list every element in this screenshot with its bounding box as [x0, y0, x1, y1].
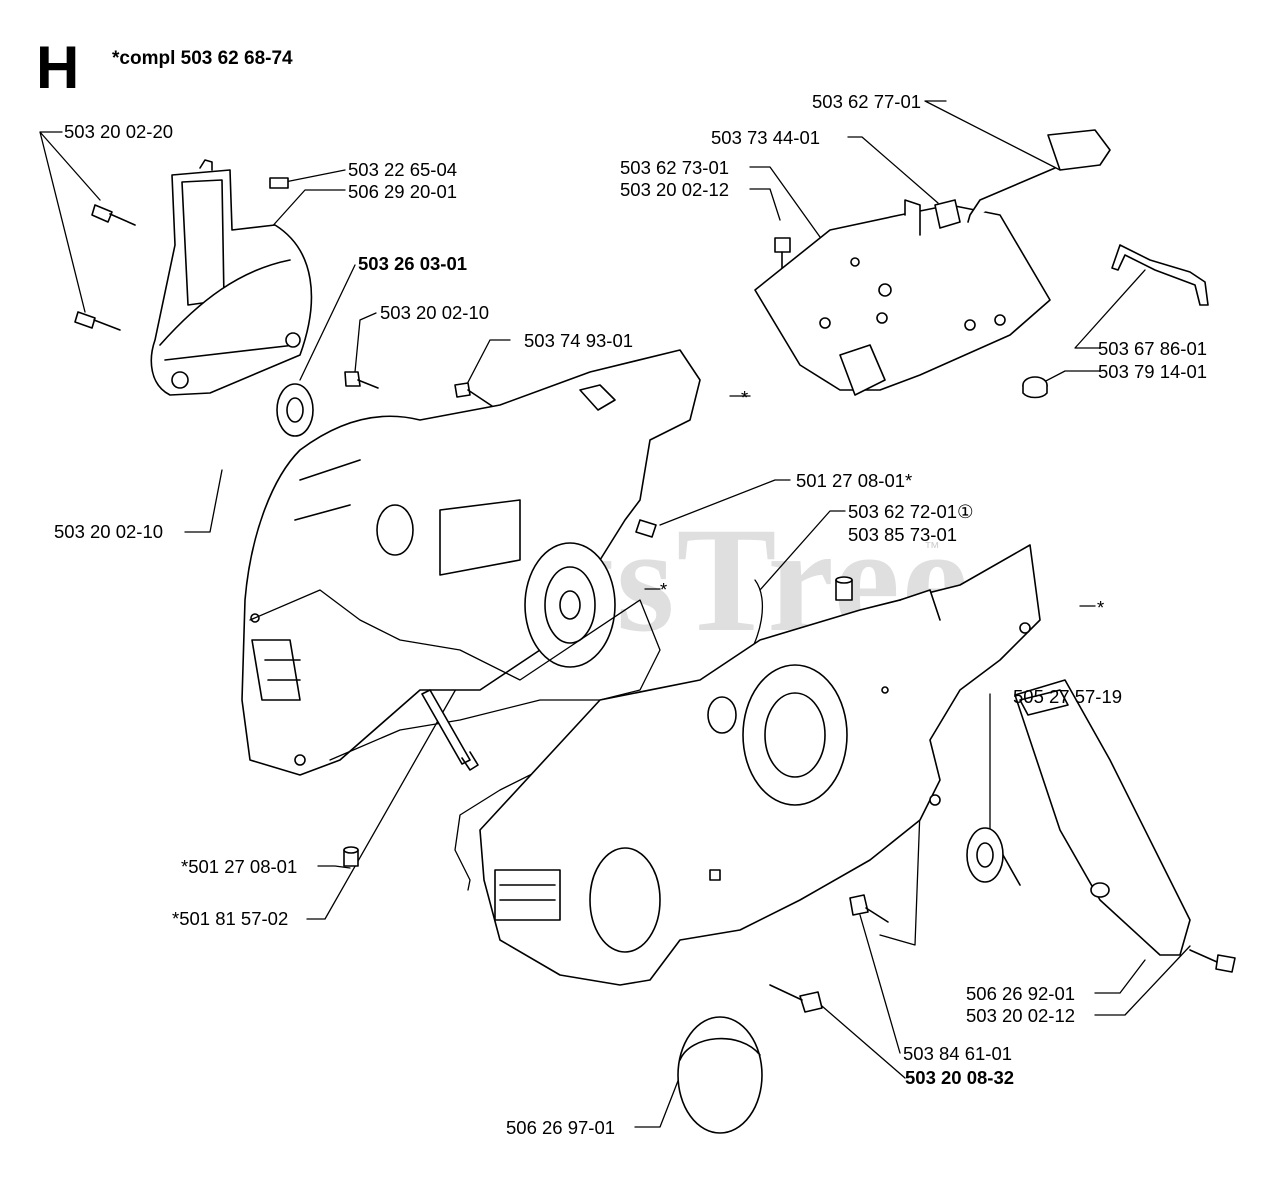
sleeve-parts — [343, 519, 853, 867]
grommet-part — [1022, 376, 1048, 399]
part-label: 501 27 08-01* — [796, 470, 913, 491]
section-letter: H — [36, 34, 80, 101]
part-label: 503 26 03-01 — [358, 253, 468, 274]
part-label: * — [1097, 597, 1105, 618]
chain-guard-part — [150, 159, 313, 396]
part-label: 503 20 02-10 — [54, 521, 164, 542]
part-label: 503 85 73-01 — [848, 524, 958, 545]
screw-parts — [74, 204, 1236, 1013]
part-label: 503 62 72-01① — [848, 501, 974, 522]
part-label: 506 26 97-01 — [506, 1117, 616, 1138]
crankcase-left-half — [241, 349, 701, 776]
part-label: 503 74 93-01 — [524, 330, 634, 351]
part-label: 503 73 44-01 — [711, 127, 821, 148]
guide-pin — [421, 689, 479, 771]
part-label: 503 84 61-01 — [903, 1043, 1013, 1064]
hose-part — [1111, 244, 1209, 306]
throttle-rod-part — [934, 129, 1111, 229]
cover-plug-part — [677, 1016, 763, 1134]
part-label: 503 20 02-12 — [620, 179, 730, 200]
watermark-trademark: ™ — [924, 540, 940, 557]
part-label: 503 20 08-32 — [905, 1067, 1015, 1088]
part-label: 503 22 65-04 — [348, 159, 458, 180]
part-label: 505 27 57-19 — [1013, 686, 1123, 707]
part-label: * — [660, 579, 668, 600]
part-label: 503 79 14-01 — [1098, 361, 1208, 382]
handle-bracket-part — [754, 199, 1051, 396]
part-label: 506 26 92-01 — [966, 983, 1076, 1004]
part-label: 503 62 77-01 — [812, 91, 922, 112]
part-label: *501 27 08-01 — [181, 856, 298, 877]
part-label: * — [741, 387, 749, 408]
part-label: 506 29 20-01 — [348, 181, 458, 202]
nut-part — [269, 177, 289, 189]
gasket-left — [249, 589, 661, 761]
seal-ring-left — [276, 383, 314, 437]
leader-lines — [39, 100, 1191, 1128]
part-label: 503 20 02-20 — [64, 121, 174, 142]
part-label: 503 67 86-01 — [1098, 338, 1208, 359]
part-label: 503 20 02-12 — [966, 1005, 1076, 1026]
part-label: *501 81 57-02 — [172, 908, 289, 929]
compl-note: *compl 503 62 68-74 — [112, 48, 293, 69]
chain-plate-part — [1014, 679, 1191, 956]
part-label: 503 20 02-10 — [380, 302, 490, 323]
part-label: 503 62 73-01 — [620, 157, 730, 178]
seal-ring-right — [966, 827, 1021, 886]
crankcase-right-half — [479, 544, 1041, 986]
